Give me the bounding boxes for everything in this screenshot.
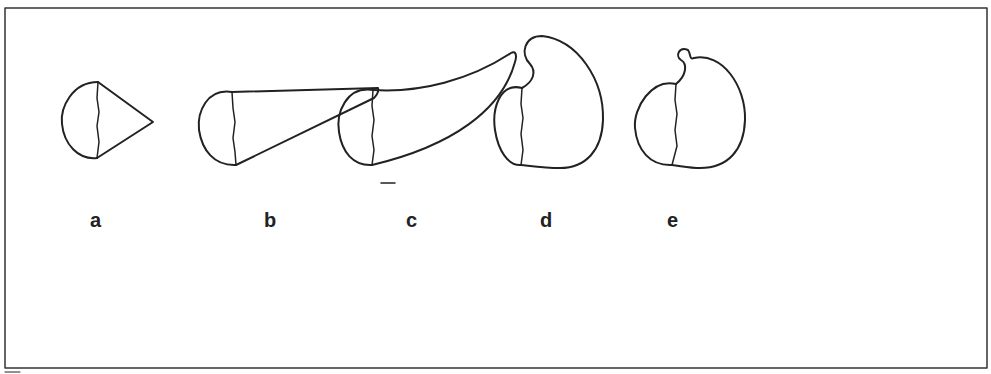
shape-d — [494, 36, 603, 168]
figure-letter: e — [667, 210, 678, 230]
frame — [5, 8, 987, 368]
figure-letter: a — [90, 210, 101, 230]
mark — [5, 372, 20, 373]
shape-e — [635, 49, 745, 168]
shape-a — [62, 82, 153, 158]
shape-b — [199, 88, 395, 183]
shape-c — [338, 52, 515, 165]
figure-letter: b — [264, 210, 276, 230]
figure-letter: c — [406, 210, 417, 230]
figure-letter: d — [540, 210, 552, 230]
